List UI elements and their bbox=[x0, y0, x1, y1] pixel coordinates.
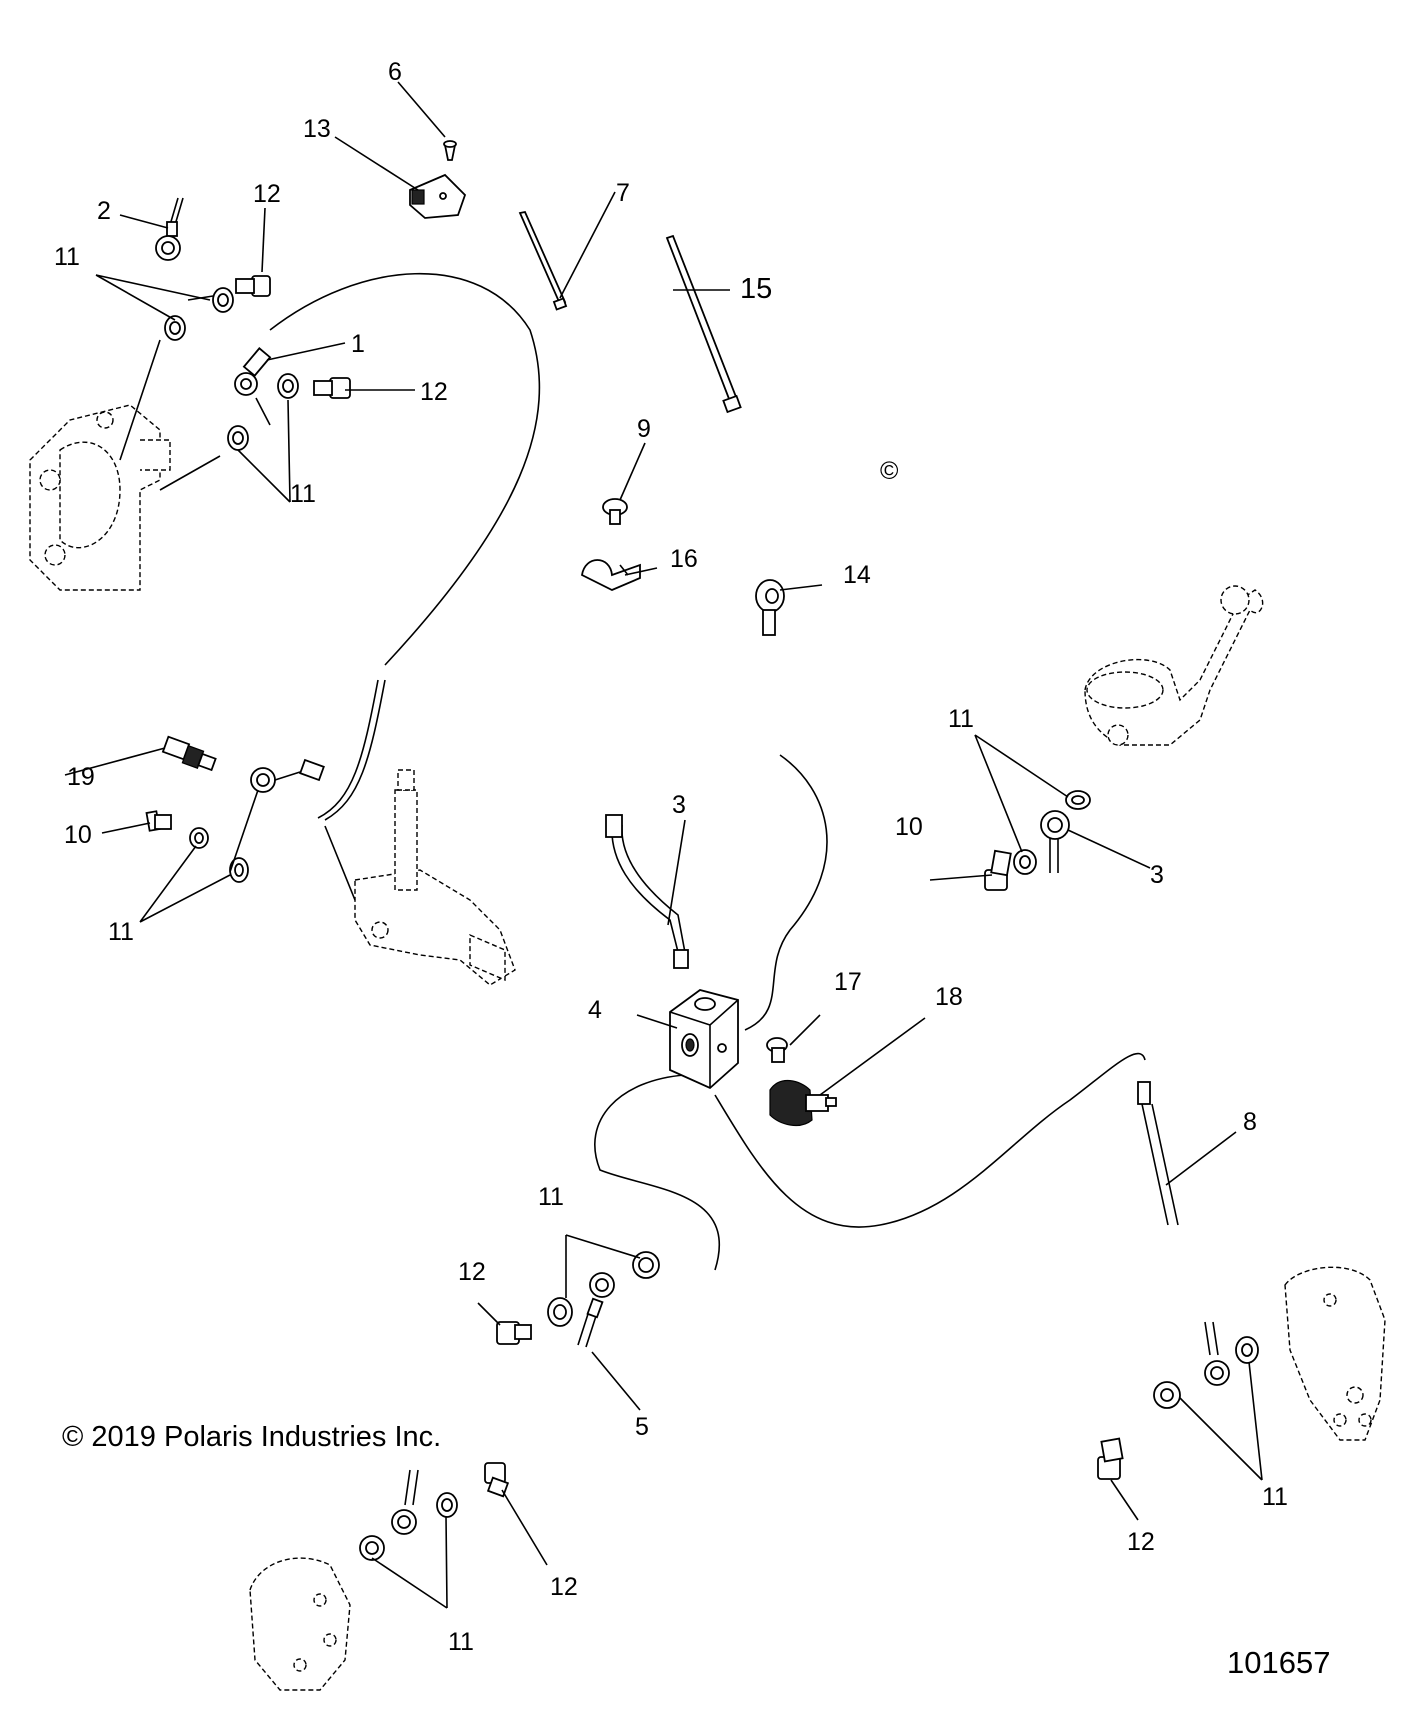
part-11-washers-rear-left bbox=[359, 1492, 458, 1561]
callout-3-right: 3 bbox=[1150, 861, 1164, 889]
callout-11-rear-right: 11 bbox=[1262, 1483, 1288, 1511]
part-17-bolt bbox=[766, 1037, 788, 1063]
part-banjo-rear-left bbox=[391, 1469, 419, 1535]
callout-7: 7 bbox=[616, 179, 630, 207]
part-banjo-rear-right bbox=[1204, 1321, 1230, 1386]
front-master-cylinder bbox=[1084, 585, 1264, 746]
callout-12-rear-left: 12 bbox=[550, 1573, 578, 1601]
callout-11-left: 11 bbox=[108, 918, 134, 946]
front-left-caliper bbox=[29, 404, 171, 591]
callout-12-center: 12 bbox=[458, 1258, 486, 1286]
callout-9: 9 bbox=[637, 415, 651, 443]
part-3-brake-line bbox=[605, 814, 689, 969]
part-banjo-rear-master bbox=[250, 758, 325, 793]
part-8-rear-hose bbox=[1137, 1081, 1179, 1226]
part-5-banjo-fitting bbox=[577, 1272, 615, 1348]
part-16-clamp bbox=[581, 559, 641, 591]
diagram-id: 101657 bbox=[1227, 1645, 1330, 1680]
copyright-text: © 2019 Polaris Industries Inc. bbox=[62, 1421, 441, 1453]
callout-3-center: 3 bbox=[672, 791, 686, 819]
callout-6: 6 bbox=[388, 58, 402, 86]
callout-5: 5 bbox=[635, 1413, 649, 1441]
callout-15: 15 bbox=[740, 273, 772, 305]
part-2-banjo-fitting bbox=[155, 197, 184, 261]
callout-10-right: 10 bbox=[895, 813, 923, 841]
callout-4: 4 bbox=[588, 996, 602, 1024]
part-4-distribution-block bbox=[669, 989, 739, 1090]
callout-labels: 6 13 2 12 11 7 15 1 12 11 9 © 16 14 11 1… bbox=[54, 58, 1288, 1656]
part-7-cable-tie bbox=[518, 210, 568, 311]
part-9-screw bbox=[602, 498, 628, 525]
rear-master-cylinder bbox=[354, 769, 516, 986]
part-19-pressure-switch bbox=[161, 735, 217, 772]
part-18-brake-switch bbox=[769, 1080, 837, 1127]
callout-14: 14 bbox=[843, 561, 871, 589]
rear-right-caliper bbox=[1284, 1266, 1386, 1441]
callout-11-mid: 11 bbox=[290, 480, 316, 508]
part-11-washers-mid bbox=[227, 373, 299, 451]
part-10-bolt-right bbox=[984, 849, 1012, 891]
rear-left-caliper bbox=[249, 1557, 351, 1691]
part-12-bolt-center bbox=[496, 1321, 532, 1345]
part-12-bolt-rear-right bbox=[1097, 1437, 1124, 1480]
callout-2: 2 bbox=[97, 197, 111, 225]
callout-19: 19 bbox=[67, 763, 95, 791]
callout-12-rear-right: 12 bbox=[1127, 1528, 1155, 1556]
part-14-banjo-fitting bbox=[755, 579, 785, 636]
part-11-washers-rear-right bbox=[1153, 1336, 1259, 1409]
part-13-bracket-clip bbox=[409, 173, 467, 219]
callout-17: 17 bbox=[834, 968, 862, 996]
callout-11-right: 11 bbox=[948, 705, 974, 733]
callout-11-center: 11 bbox=[538, 1183, 564, 1211]
callout-12-mid: 12 bbox=[420, 378, 448, 406]
part-11-washers-top bbox=[164, 287, 234, 341]
callout-18: 18 bbox=[935, 983, 963, 1011]
callout-11-top: 11 bbox=[54, 243, 80, 271]
callout-10-left: 10 bbox=[64, 821, 92, 849]
callout-1: 1 bbox=[351, 330, 365, 358]
part-11-washers-right bbox=[1013, 790, 1091, 875]
part-12-bolt-top bbox=[235, 275, 271, 297]
part-10-bolt-left bbox=[145, 810, 172, 832]
part-1-hose-end bbox=[234, 347, 272, 396]
callout-16: 16 bbox=[670, 545, 698, 573]
part-6-screw bbox=[443, 140, 457, 161]
callout-12-top: 12 bbox=[253, 180, 281, 208]
part-12-bolt-mid bbox=[313, 377, 351, 399]
part-11-washers-left bbox=[189, 827, 249, 883]
callout-11-rear-left: 11 bbox=[448, 1628, 474, 1656]
leader-lines bbox=[64, 81, 1263, 1609]
part-12-bolt-rear-left bbox=[484, 1462, 510, 1498]
part-3-banjo-right bbox=[1040, 810, 1070, 873]
brake-hose-lines bbox=[269, 272, 1146, 1271]
callout-13: 13 bbox=[303, 115, 331, 143]
copyright-symbol: © bbox=[880, 457, 899, 485]
callout-8: 8 bbox=[1243, 1108, 1257, 1136]
part-15-cable-tie bbox=[665, 234, 742, 414]
